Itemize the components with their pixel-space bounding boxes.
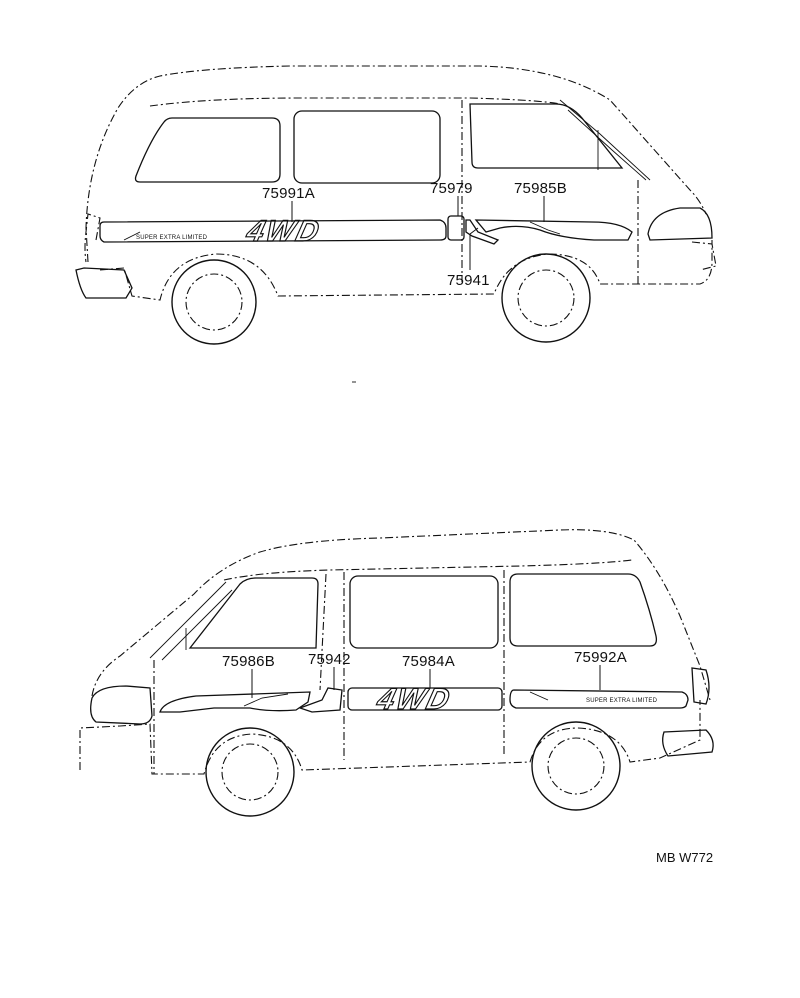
van-bottom-headlight xyxy=(90,685,153,725)
van-bottom-stripe-front-accent xyxy=(243,693,289,707)
van-right-side-view: 4WD SUPER EXTRA LIMITED xyxy=(79,529,714,817)
van-bottom-roof-outline xyxy=(91,529,711,701)
van-bottom-rear-hub xyxy=(547,737,605,795)
van-bottom-door-seam-b xyxy=(319,573,327,691)
van-top-rear-corner xyxy=(84,213,101,263)
van-top-windshield-edge-2 xyxy=(567,109,647,181)
van-bottom-front-hub xyxy=(221,743,279,801)
van-top-rear-bumper xyxy=(75,267,133,299)
label-75979: 75979 xyxy=(430,180,473,197)
van-top-rear-wheel xyxy=(171,259,257,345)
van-top-door-handle-badge xyxy=(447,215,465,241)
van-bottom-stripe-rear xyxy=(509,689,689,709)
top-view-callouts: 75991A 75979 75985B 75941 xyxy=(262,180,567,289)
van-top-roof-outline xyxy=(85,65,707,263)
van-top-stripe-front xyxy=(474,219,633,241)
van-bottom-front-wheel xyxy=(205,727,295,817)
van-bottom-roof-inner-line xyxy=(223,559,633,581)
van-top-window-rear xyxy=(134,117,281,183)
van-top-stripe-text: SUPER EXTRA LIMITED xyxy=(136,235,208,241)
van-bottom-sill-piece xyxy=(298,687,343,713)
bottom-view-callouts: 75986B 75942 75984A 75992A xyxy=(222,649,627,698)
van-bottom-window-middle xyxy=(349,575,499,649)
van-bottom-windshield-edge xyxy=(149,581,227,659)
van-bottom-rear-lamp xyxy=(691,667,710,705)
van-top-front-bumper xyxy=(691,241,717,271)
van-top-lower-body xyxy=(99,240,713,301)
van-top-rear-hub xyxy=(185,273,243,331)
label-75941: 75941 xyxy=(447,272,490,289)
label-75986b: 75986B xyxy=(222,653,275,670)
van-top-window-middle xyxy=(293,110,441,184)
label-75942: 75942 xyxy=(308,651,351,668)
van-top-stripe-accent xyxy=(123,231,141,241)
label-75984a: 75984A xyxy=(402,653,455,670)
van-top-sill-piece xyxy=(465,219,500,245)
van-bottom-stripe-accent xyxy=(529,691,549,701)
van-top-window-front xyxy=(469,103,624,169)
van-top-front-hub xyxy=(517,269,575,327)
reference-code: MB W772 xyxy=(656,850,713,865)
van-bottom-lower-body xyxy=(79,700,701,775)
van-top-headlight xyxy=(647,207,713,241)
van-bottom-stripe-front xyxy=(159,691,311,713)
label-75985b: 75985B xyxy=(514,180,567,197)
van-top-roof-inner-line xyxy=(149,97,561,107)
van-bottom-window-rear xyxy=(509,573,658,647)
van-bottom-rear-wheel xyxy=(531,721,621,811)
van-bottom-stripe-text: SUPER EXTRA LIMITED xyxy=(586,698,658,704)
label-75992a: 75992A xyxy=(574,649,627,666)
van-top-stripe-rear xyxy=(99,219,447,243)
van-top-windshield-edge xyxy=(559,99,651,181)
van-bottom-4wd-emblem: 4WD xyxy=(373,682,455,715)
label-75991a: 75991A xyxy=(262,185,315,202)
leader-75941-connector xyxy=(469,227,479,235)
van-bottom-windshield-edge-2 xyxy=(161,589,233,661)
van-top-front-wheel xyxy=(501,253,591,343)
van-left-side-view: SUPER EXTRA LIMITED 4WD xyxy=(75,65,717,345)
van-top-stripe-front-accent xyxy=(529,221,561,235)
van-bottom-window-front xyxy=(188,577,319,649)
van-bottom-stripe-middle xyxy=(347,687,503,711)
van-top-4wd-emblem: 4WD xyxy=(243,214,325,247)
van-bottom-rear-bumper xyxy=(662,729,714,757)
